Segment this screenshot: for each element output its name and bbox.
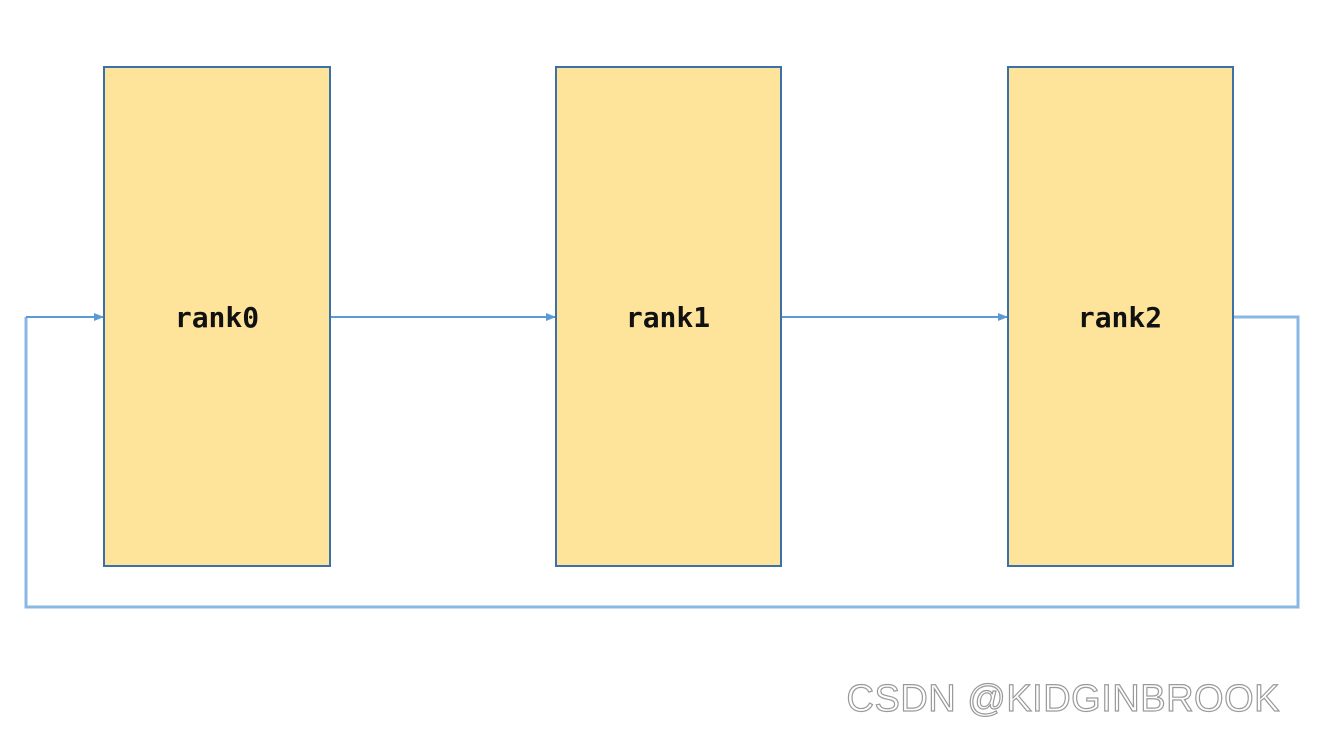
node-rank1: rank1 xyxy=(555,66,782,567)
rank2-label: rank2 xyxy=(1078,301,1162,334)
rank1-box xyxy=(555,66,782,567)
rank1-label: rank1 xyxy=(626,301,710,334)
node-rank2: rank2 xyxy=(1007,66,1234,567)
watermark: CSDN @KIDGINBROOK xyxy=(846,677,1280,720)
node-rank0: rank0 xyxy=(103,66,331,567)
rank0-box xyxy=(103,66,331,567)
rank2-box xyxy=(1007,66,1234,567)
ring-return-connector xyxy=(24,315,1300,609)
rank0-label: rank0 xyxy=(175,301,259,334)
